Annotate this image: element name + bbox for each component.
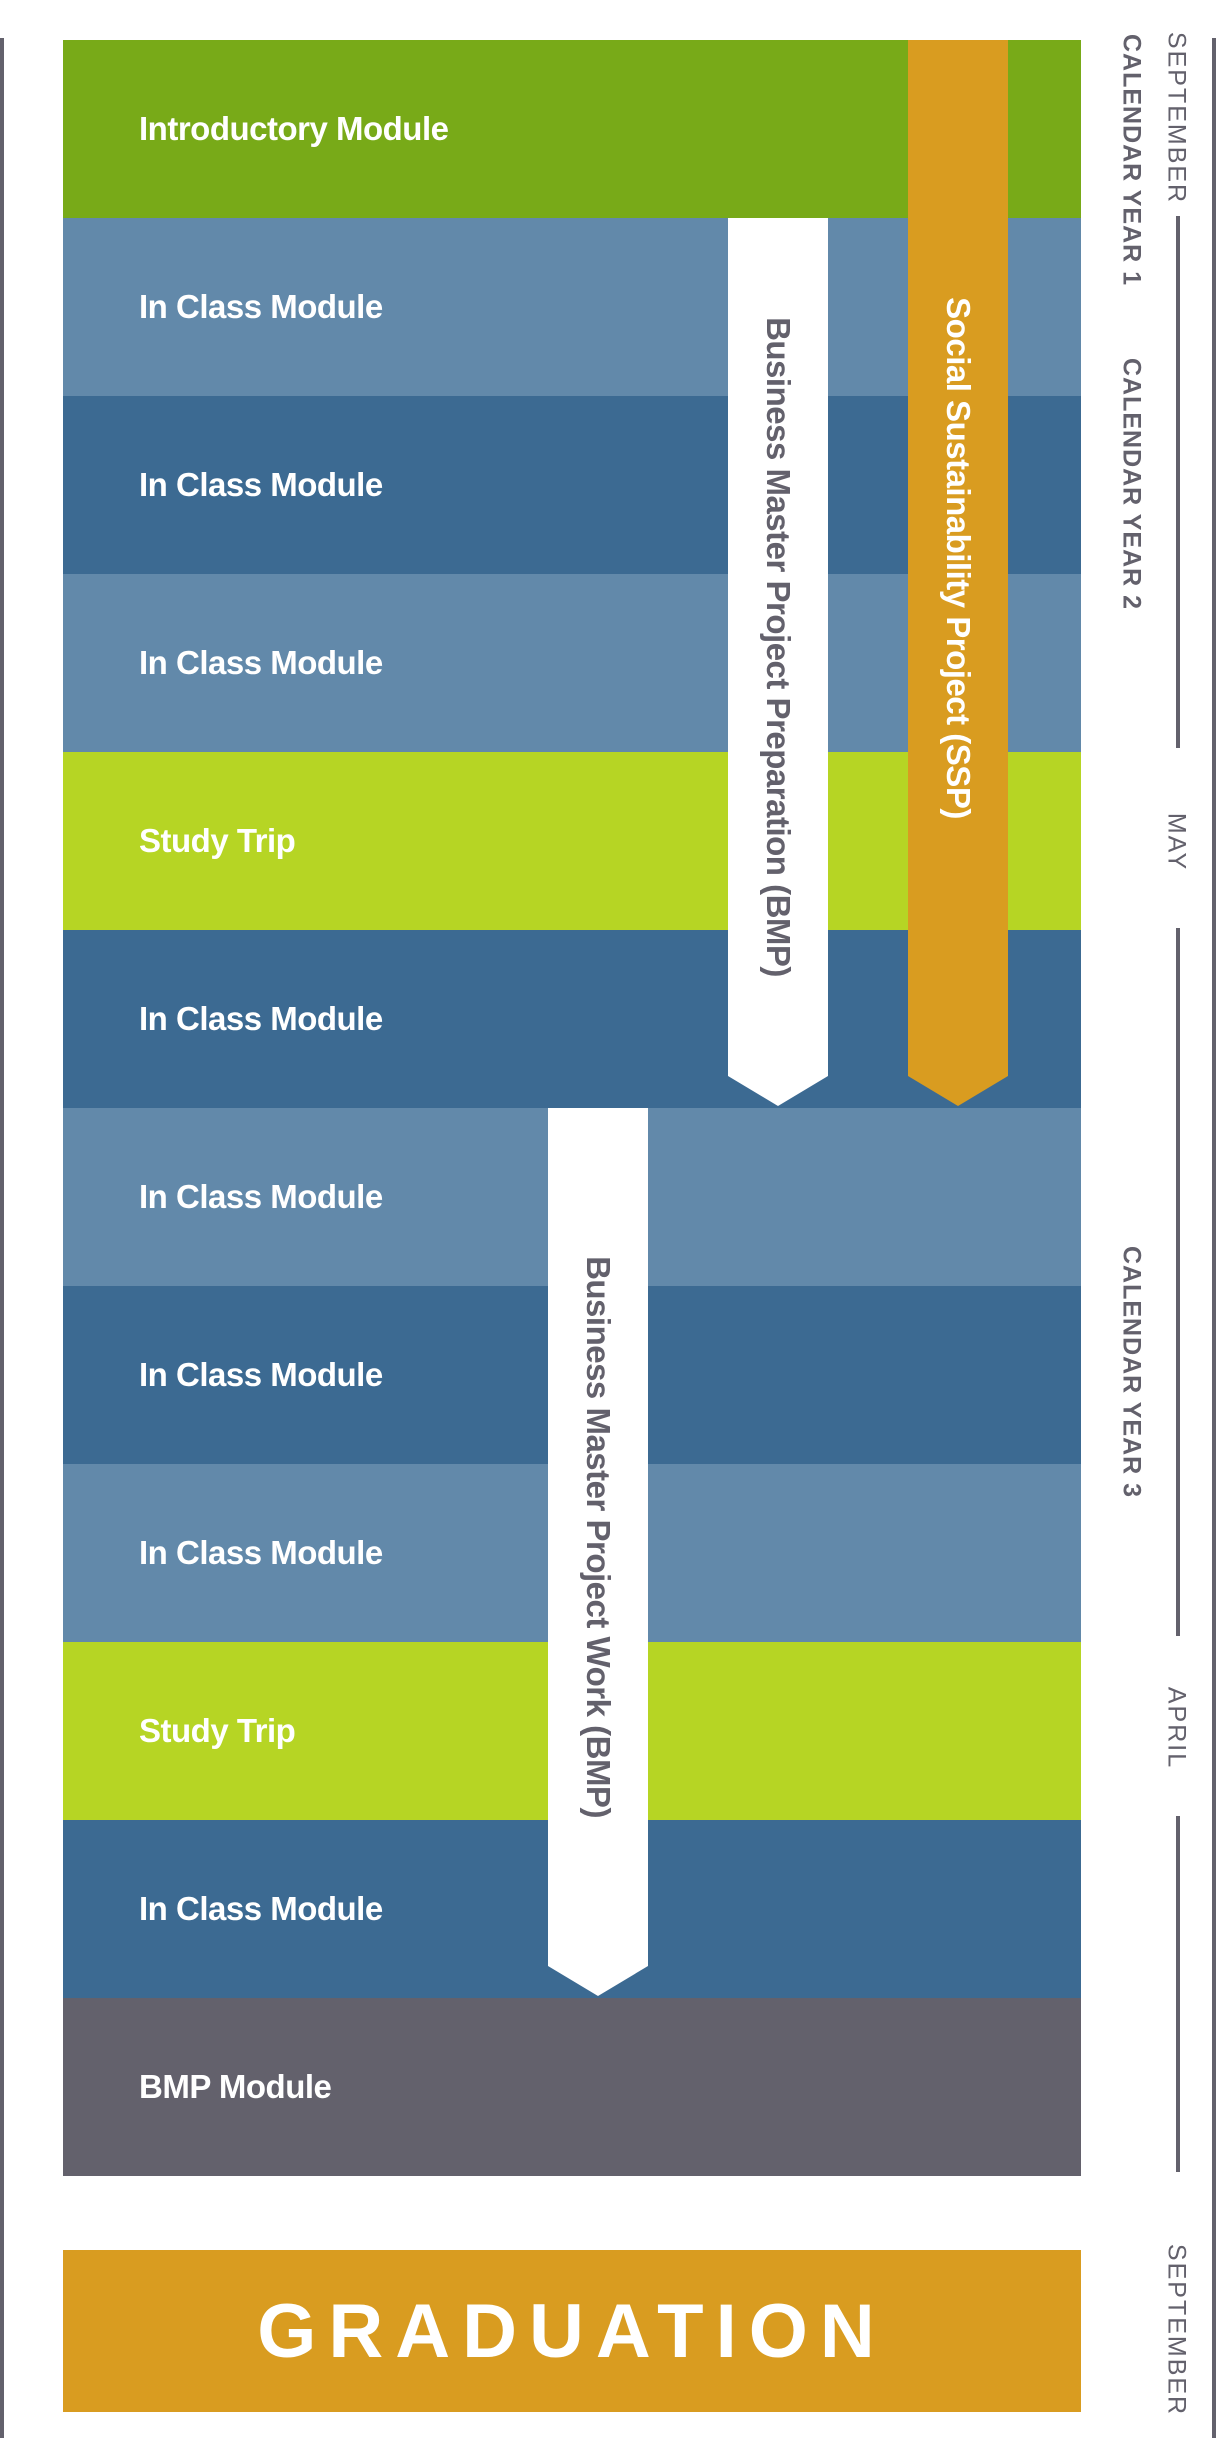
ssp-arrow-polygon (908, 40, 1008, 1106)
bmp-work-label: Business Master Project Work (BMP) (579, 1256, 617, 1818)
bmp-work-arrow-shape (548, 1108, 648, 1996)
timeline-september-end: SEPTEMBER (1162, 2243, 1191, 2417)
timeline-segment (1176, 1816, 1180, 2172)
module-label: Introductory Module (139, 110, 449, 147)
module-label: In Class Module (139, 1534, 383, 1571)
bmp-work-arrow-polygon (548, 1108, 648, 1996)
timeline-calendar-year-2: CALENDAR YEAR 2 (1117, 357, 1146, 611)
ssp-label: Social Sustainability Project (SSP) (939, 297, 977, 819)
module-label: In Class Module (139, 1000, 383, 1037)
timeline-segment (1176, 216, 1180, 748)
graduation-bar: GRADUATION (63, 2250, 1081, 2412)
module-label: Study Trip (139, 822, 296, 859)
module-label: In Class Module (139, 1178, 383, 1215)
timeline-may: MAY (1162, 812, 1191, 872)
module-label: In Class Module (139, 1890, 383, 1927)
module-band: BMP Module (63, 1998, 1081, 2176)
module-label: In Class Module (139, 1356, 383, 1393)
right-edge-line (1212, 38, 1216, 2438)
module-label: In Class Module (139, 466, 383, 503)
module-label: BMP Module (139, 2068, 332, 2105)
timeline-segment (1176, 928, 1180, 1636)
bmp-work-arrow: Business Master Project Work (BMP) (548, 1108, 648, 1996)
timeline-september-start: SEPTEMBER (1162, 31, 1191, 205)
timeline-april: APRIL (1162, 1686, 1191, 1770)
graduation-label: GRADUATION (257, 2288, 887, 2374)
ssp-arrow-shape (908, 40, 1008, 1106)
module-label: In Class Module (139, 288, 383, 325)
bmp-prep-arrow-shape (728, 218, 828, 1106)
bmp-prep-arrow: Business Master Project Preparation (BMP… (728, 218, 828, 1106)
bmp-prep-arrow-polygon (728, 218, 828, 1106)
timeline-calendar-year-3: CALENDAR YEAR 3 (1117, 1245, 1146, 1499)
bmp-prep-label: Business Master Project Preparation (BMP… (759, 317, 797, 977)
module-label: In Class Module (139, 644, 383, 681)
left-edge-line (0, 38, 4, 2438)
ssp-arrow: Social Sustainability Project (SSP) (908, 40, 1008, 1106)
timeline-calendar-year-1: CALENDAR YEAR 1 (1117, 33, 1146, 287)
module-label: Study Trip (139, 1712, 296, 1749)
